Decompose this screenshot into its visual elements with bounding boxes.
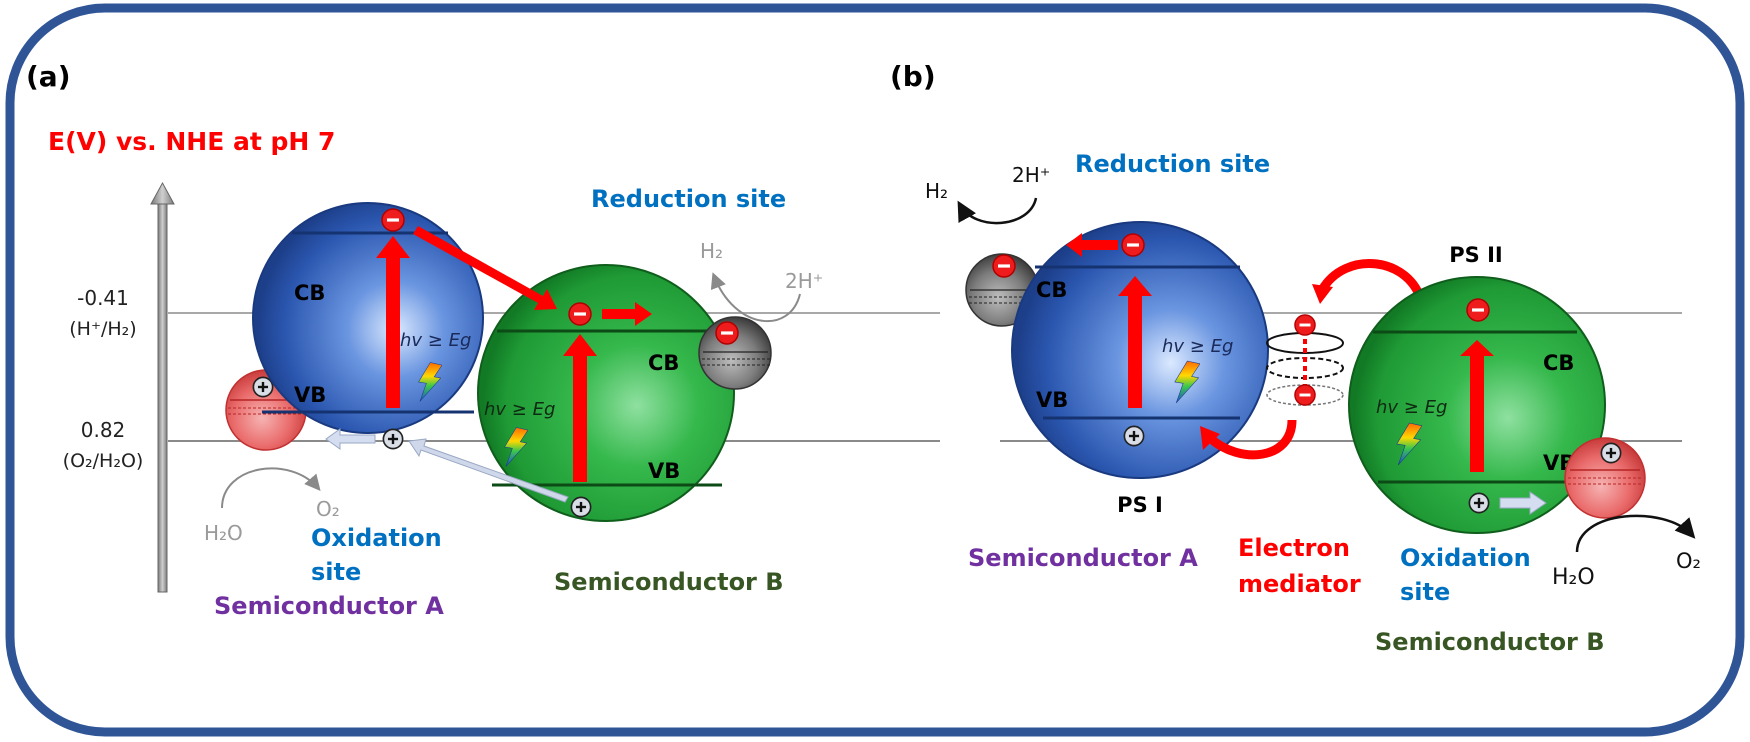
electron-icon (1121, 233, 1145, 257)
ps1-name: PS I (1117, 493, 1163, 517)
reduction-product-a: H₂ (700, 239, 723, 263)
oxidation-site-label-a-line1: Oxidation (311, 524, 442, 552)
ps2-cb-label: CB (1543, 351, 1574, 375)
electron-icon (1294, 314, 1316, 336)
hole-transfer-arrow (325, 428, 376, 450)
reduction-product-b: H₂ (925, 179, 948, 203)
ps2-excitation: hv ≥ Eg (1376, 397, 1447, 418)
oxidation-reactant-a: H₂O (204, 521, 243, 545)
o2-level-couple: (O₂/H₂O) (63, 450, 144, 472)
hole-icon (382, 428, 404, 450)
excitation-arrow (1118, 276, 1152, 408)
ps2-to-mediator-arrow (1318, 259, 1427, 305)
panel-b-label: (b) (890, 60, 936, 93)
semiconductor-a-excitation: hv ≥ Eg (400, 330, 471, 351)
electron-mediator-label-line1: Electron (1238, 534, 1350, 562)
semiconductor-a-particle: CB VB hv ≥ Eg (252, 202, 484, 450)
semiconductor-a-vb-label: VB (294, 383, 326, 407)
semiconductor-a-cb-label: CB (294, 281, 325, 305)
oxidation-reaction-arrow (221, 467, 321, 509)
reduction-cocatalyst-a (698, 316, 772, 390)
electron-to-cocatalyst-arrow (602, 302, 652, 326)
oxidation-reactant-b: H₂O (1552, 565, 1595, 590)
hole-icon (1600, 442, 1622, 464)
electron-icon (1294, 384, 1316, 406)
electron-mediator (1266, 314, 1344, 406)
energy-axis-arrow (150, 181, 175, 593)
frame-border (5, 3, 1745, 737)
ps2-material-name: Semiconductor B (1375, 628, 1605, 656)
energy-axis-title: E(V) vs. NHE at pH 7 (48, 127, 335, 156)
semiconductor-a-name: Semiconductor A (214, 592, 444, 620)
h2-level-value: -0.41 (77, 286, 129, 310)
semiconductor-b-name: Semiconductor B (554, 568, 784, 596)
mediator-to-ps1-arrow (1206, 419, 1297, 460)
reduction-reactant-a: 2H⁺ (785, 269, 823, 293)
interparticle-hole-arrow (408, 438, 569, 503)
excitation-arrow (1460, 340, 1494, 472)
excitation-arrow (563, 334, 597, 482)
reduction-reaction-arrow-b (957, 197, 1038, 225)
reduction-site-label-b: Reduction site (1075, 150, 1270, 178)
electron-icon (1466, 298, 1490, 322)
hole-icon (1468, 492, 1490, 514)
reduction-reaction-arrow (710, 272, 801, 323)
oxidation-product-b: O₂ (1676, 549, 1701, 573)
reduction-site-label-a: Reduction site (591, 185, 786, 213)
semiconductor-b-particle: CB VB hv ≥ Eg (477, 264, 735, 522)
oxidation-reaction-arrow-b (1575, 514, 1696, 553)
oxidation-product-a: O₂ (316, 497, 340, 521)
ps2-name: PS II (1449, 243, 1502, 267)
ps1-cb-label: CB (1036, 278, 1067, 302)
electron-icon (381, 208, 405, 232)
semiconductor-b-vb-label: VB (648, 459, 680, 483)
electron-to-cocatalyst-arrow (1066, 233, 1118, 257)
panel-b: (b) CB VB hv ≥ Eg H₂ 2H⁺ (890, 60, 1701, 656)
electron-mediator-label-line2: mediator (1238, 570, 1361, 598)
h2-level-couple: (H⁺/H₂) (69, 318, 136, 340)
interparticle-electron-arrow (413, 226, 557, 310)
semiconductor-b-excitation: hv ≥ Eg (484, 399, 555, 420)
ps1-material-name: Semiconductor A (968, 544, 1198, 572)
ps1-particle: CB VB hv ≥ Eg (1011, 221, 1269, 479)
hole-transfer-arrow (1499, 491, 1547, 515)
electron-icon (568, 302, 592, 326)
oxidation-site-label-b-line1: Oxidation (1400, 544, 1531, 572)
ps1-excitation: hv ≥ Eg (1162, 336, 1233, 357)
panel-a-label: (a) (26, 60, 71, 93)
oxidation-site-label-a-line2: site (311, 558, 361, 586)
ps2-particle: CB VB hv ≥ Eg (1348, 276, 1606, 534)
hole-icon (1123, 425, 1145, 447)
hole-icon (570, 496, 592, 518)
reduction-reactant-b: 2H⁺ (1012, 163, 1050, 187)
hole-icon (252, 376, 274, 398)
oxidation-site-label-b-line2: site (1400, 578, 1450, 606)
oxidation-cocatalyst-b (1564, 437, 1646, 519)
panel-a: (a) E(V) vs. NHE at pH 7 -0.41 (H⁺/H₂) 0… (26, 60, 940, 620)
o2-level-value: 0.82 (81, 418, 126, 442)
semiconductor-b-cb-label: CB (648, 351, 679, 375)
electron-icon (992, 254, 1016, 278)
excitation-arrow (376, 236, 410, 408)
electron-icon (715, 321, 739, 345)
ps1-vb-label: VB (1036, 388, 1068, 412)
